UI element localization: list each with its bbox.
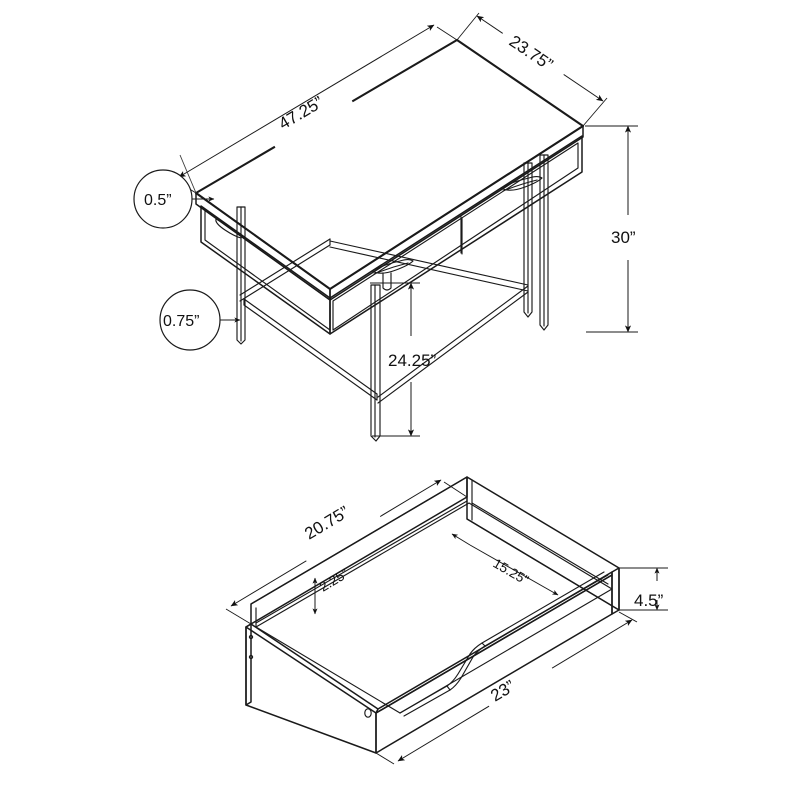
drawer-box	[245, 476, 620, 754]
dim-drawer-inner-length: 20.75”	[225, 479, 468, 625]
leg-front-right	[539, 154, 549, 331]
desk-foot-peg	[382, 272, 392, 291]
desk-assembly	[194, 38, 585, 442]
callout-top-thickness: 0.5”	[133, 154, 215, 229]
stretcher-left-upper	[243, 298, 378, 401]
desk-top-panel	[194, 38, 585, 301]
dim-label-drawer-side-offset: 2.25”	[317, 566, 351, 595]
dim-desk-width: 47.25”	[174, 24, 458, 194]
desk-drawer-apron	[200, 135, 583, 335]
callout-leg-thickness: 0.75”	[159, 289, 241, 351]
dim-label-desk-clearance: 24.25”	[388, 351, 437, 370]
leg-front-left	[370, 284, 381, 442]
leg-back-right	[523, 162, 533, 318]
dim-drawer-height: 4.5”	[619, 567, 668, 611]
stretcher-center	[329, 240, 529, 292]
dim-label-drawer-height: 4.5”	[634, 591, 664, 610]
stretcher-left-cross	[239, 238, 331, 302]
dim-desk-height: 30”	[585, 125, 638, 333]
callout-label-leg-thickness: 0.75”	[163, 313, 199, 330]
dim-desk-clearance: 24.25”	[370, 282, 437, 437]
callout-label-top-thickness: 0.5”	[144, 192, 172, 209]
stretcher-right	[377, 285, 529, 404]
dim-label-desk-height: 30”	[611, 228, 636, 247]
desk-leg-frame	[236, 154, 549, 442]
dim-desk-depth: 23.75”	[456, 12, 608, 127]
